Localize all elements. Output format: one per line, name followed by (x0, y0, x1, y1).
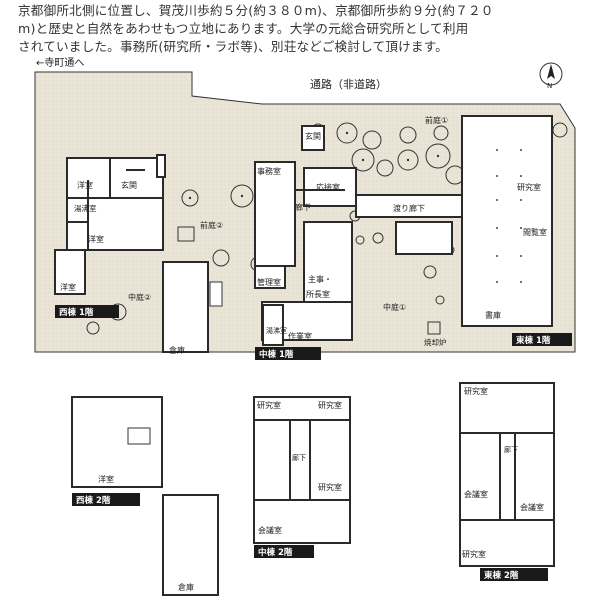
room-yuwakashi-2: 湯沸室 (266, 326, 287, 335)
label-zenniwa-1: 前庭① (425, 115, 448, 125)
room-west-yoshitsu-2: 洋室 (88, 234, 104, 244)
middle-building-2f (253, 396, 351, 544)
room-shoko: 書庫 (485, 310, 501, 320)
description-line-3: されていました。事務所(研究所・ラボ等)、別荘などご検討して頂けます。 (18, 39, 449, 54)
room-e2-roka: 廊下 (504, 445, 518, 454)
description-line-1: 京都御所北側に位置し、賀茂川歩約５分(約３８０m)、京都御所歩約９分(約７２０ (18, 3, 494, 18)
room-w2-soko: 倉庫 (178, 582, 194, 592)
room-jimushitsu: 事務室 (257, 166, 281, 176)
room-m2-kenkyu-b: 研究室 (318, 400, 342, 410)
room-kenkyushitsu-east: 研究室 (517, 182, 541, 192)
description-line-2: m)と歴史と自然をあわせもつ立地にあります。大学の元総合研究所として利用 (18, 21, 469, 36)
room-west-yoshitsu-1: 洋室 (77, 180, 93, 190)
room-e2-kaigi-a: 会議室 (464, 489, 488, 499)
room-shuji: 主事・ (308, 274, 332, 284)
property-description: 京都御所北側に位置し、賀茂川歩約５分(約３８０m)、京都御所歩約９分(約７２０ … (18, 2, 588, 56)
street-direction-label: ←寺町通へ (36, 57, 84, 69)
room-west-yoshitsu-3: 洋室 (60, 282, 76, 292)
room-west-yuwakashi-1: 湯沸室 (74, 203, 97, 213)
label-nakaniwa-2: 中庭② (128, 292, 151, 302)
room-roka-mid: 廊下 (295, 202, 311, 212)
east-building-1f (461, 115, 553, 327)
soko-building (162, 261, 209, 353)
tree-dots (188, 131, 440, 200)
room-kanrishitsu: 管理室 (257, 277, 281, 287)
label-east-2f: 東棟 2階 (484, 570, 519, 581)
room-shochoshitsu: 所長室 (306, 289, 330, 299)
label-east-1f: 東棟 1階 (516, 335, 551, 346)
room-soko: 倉庫 (169, 345, 185, 355)
room-shokyakuro: 焼却炉 (424, 337, 447, 347)
room-e2-kaigi-b: 会議室 (520, 502, 544, 512)
room-m2-kenkyu-a: 研究室 (257, 400, 281, 410)
room-etsuranshitsu: 閲覧室 (523, 227, 547, 237)
west-building-1f (54, 154, 166, 295)
room-sagyoshitsu: 作業室 (288, 331, 312, 341)
middle-building-1f (254, 125, 357, 346)
room-m2-kaigi: 会議室 (258, 525, 282, 535)
svg-text:N: N (547, 82, 552, 90)
label-west-1f: 西棟 1階 (59, 307, 94, 318)
room-oosetsushitsu: 応接室 (316, 182, 340, 192)
road-label: 通路（非道路） (310, 77, 387, 91)
east-grid-dots (496, 149, 522, 283)
label-middle-1f: 中棟 1階 (259, 349, 294, 360)
room-watari-roka: 渡り廊下 (393, 203, 425, 213)
room-e2-kenkyu-b: 研究室 (462, 549, 486, 559)
north-arrow-icon: N (539, 62, 563, 90)
label-zenniwa-2: 前庭② (200, 220, 223, 230)
label-west-2f: 西棟 2階 (76, 495, 111, 506)
label-middle-2f: 中棟 2階 (258, 547, 293, 558)
room-m2-kenkyu-c: 研究室 (318, 482, 342, 492)
room-west-genkan: 玄関 (121, 180, 137, 190)
watari-roka (355, 194, 467, 255)
room-m2-roka: 廊下 (292, 453, 306, 462)
room-genkan-top: 玄関 (305, 131, 321, 141)
room-w2-yoshitsu: 洋室 (98, 474, 114, 484)
east-building-2f (459, 382, 555, 567)
room-e2-kenkyu-a: 研究室 (464, 386, 488, 396)
label-nakaniwa-1: 中庭① (383, 302, 406, 312)
